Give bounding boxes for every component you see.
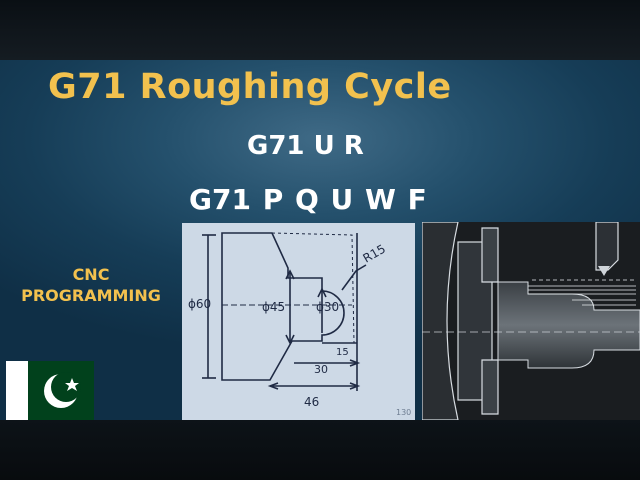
dim-phi60-label: ϕ60 — [188, 297, 211, 311]
dim-15-label: 15 — [336, 347, 349, 358]
dim-30-label: 30 — [314, 363, 328, 376]
cutting-insert — [598, 266, 610, 276]
page-title: G71 Roughing Cycle — [48, 67, 452, 107]
toolpath-lines — [528, 279, 636, 306]
dim-phi30-label: ϕ30 — [316, 300, 339, 314]
dim-46-label: 46 — [304, 395, 319, 409]
radius-leader — [341, 264, 367, 291]
stock-outline — [271, 232, 355, 344]
cnc-label-line-2: PROGRAMMING — [21, 286, 161, 305]
cnc-programming-label: CNC PROGRAMMING — [6, 264, 176, 306]
lathe-svg — [421, 221, 640, 421]
sketch-svg: ϕ60 ϕ45 ϕ30 R15 15 30 46 130 — [188, 232, 411, 417]
page-number: 130 — [396, 408, 411, 417]
workpiece — [497, 281, 640, 369]
part-drawing-sketch: ϕ60 ϕ45 ϕ30 R15 15 30 46 130 — [182, 223, 415, 420]
top-dark-band — [0, 0, 640, 60]
g71-code-line-2: G71 P Q U W F — [189, 183, 427, 216]
dim-phi45-label: ϕ45 — [262, 300, 285, 314]
pakistan-flag-icon — [6, 361, 94, 420]
cnc-label-line-1: CNC — [72, 265, 110, 284]
tool-holder — [595, 221, 619, 271]
spindle-face — [421, 221, 459, 421]
lathe-chuck-illustration — [421, 221, 640, 421]
g71-code-line-1: G71 U R — [247, 131, 364, 161]
radius-label: R15 — [361, 242, 388, 266]
bottom-dark-band — [0, 420, 640, 480]
